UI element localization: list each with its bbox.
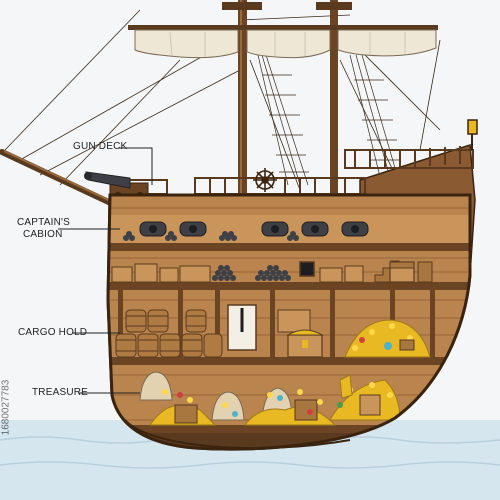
keel: [124, 419, 351, 450]
label-gun-deck: GUN DECK: [73, 141, 128, 152]
watermark-id: 1680027783: [0, 379, 12, 436]
mizzen-sail: [337, 29, 437, 57]
main-sail: [246, 29, 331, 59]
stern-railing: [344, 149, 474, 169]
crows-nest: [222, 2, 262, 10]
porthole-window: [299, 261, 315, 277]
gold-pile-hold: [344, 319, 431, 358]
cannonball-piles: [212, 265, 291, 281]
label-captains-cabin-line1: CAPTAIN'S: [17, 217, 70, 228]
ratlines: [257, 54, 401, 186]
label-treasure: TREASURE: [32, 387, 89, 398]
yard-arm: [128, 25, 438, 30]
mizzen-top: [316, 2, 352, 10]
treasure-bottom: [139, 371, 401, 426]
deck-floor: [108, 282, 470, 290]
deck-floor: [108, 357, 470, 365]
deck-floor: [108, 243, 470, 251]
gun-deck-cannons: [123, 221, 369, 241]
deck-floor: [108, 425, 470, 433]
cargo-chest: [286, 329, 324, 358]
hull-outline: [106, 193, 472, 451]
crates: [111, 263, 364, 283]
ship-wheel: [253, 168, 277, 192]
bowsprit: [0, 149, 118, 208]
label-leader-lines: [58, 147, 153, 394]
captains-chest: [389, 261, 433, 283]
label-cargo-hold: CARGO HOLD: [18, 327, 88, 338]
bowsprit-highlight: [3, 150, 116, 204]
label-captains-cabin-line2: CABION: [23, 229, 63, 240]
stern-lantern: [467, 119, 478, 135]
main-deck-railing: [194, 177, 366, 195]
water-ripple: [0, 461, 500, 469]
fore-sail: [134, 29, 239, 59]
mizzen-mast: [330, 0, 338, 200]
